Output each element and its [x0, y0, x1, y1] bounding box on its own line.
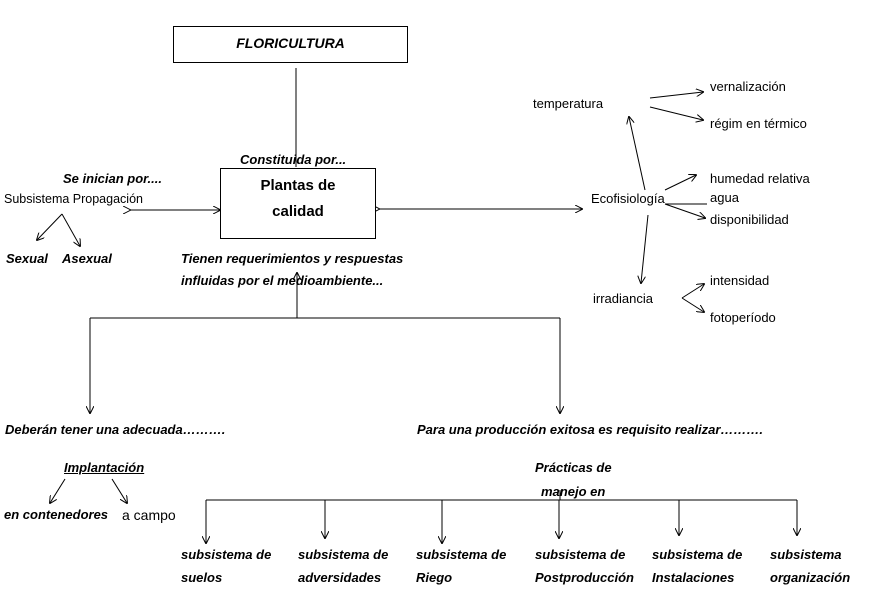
- fotoperiodo-label: fotoperíodo: [710, 310, 776, 325]
- subsystem-2-line2: adversidades: [298, 570, 382, 585]
- subsystem-1-line2: suelos: [181, 570, 223, 585]
- campo-arrow: [111, 478, 127, 503]
- propagation-label: Subsistema Propagación: [4, 192, 143, 206]
- humedad-arrow: [664, 175, 696, 191]
- center-box: Plantas de calidad: [220, 168, 376, 239]
- center-box-line2: calidad: [272, 203, 324, 220]
- sexual-arrow: [37, 213, 63, 240]
- ecofisiologia-label: Ecofisiología: [591, 191, 665, 206]
- regimen-label: régim en térmico: [710, 116, 807, 131]
- constituida-label: Constituida por...: [240, 152, 347, 167]
- title-box: FLORICULTURA: [173, 26, 408, 63]
- requirements-line1: Tienen requerimientos y respuestas: [181, 251, 404, 266]
- intensidad-label: intensidad: [710, 273, 770, 288]
- practicas-line2: manejo en: [541, 484, 606, 499]
- center-box-line1: Plantas de: [260, 177, 336, 194]
- subsystem-4-line1: subsistema de: [535, 547, 626, 562]
- disponibilidad-arrow: [664, 203, 705, 218]
- subsystem-5-line1: subsistema de: [652, 547, 743, 562]
- humedad-label: humedad relativa: [710, 171, 810, 186]
- contenedores-arrow: [50, 478, 66, 503]
- agua-label: agua: [710, 190, 739, 205]
- temperatura-label: temperatura: [533, 96, 604, 111]
- title-label: FLORICULTURA: [236, 35, 345, 51]
- disponibilidad-label: disponibilidad: [710, 212, 789, 227]
- left-branch-heading: Deberán tener una adecuada……….: [5, 422, 226, 437]
- irradiancia-label: irradiancia: [593, 291, 653, 306]
- asexual-arrow: [61, 213, 80, 246]
- temperatura-arrow: [629, 117, 646, 191]
- vernalizacion-arrow: [649, 92, 703, 99]
- asexual-label: Asexual: [62, 251, 112, 266]
- subsystem-6-line1: subsistema: [770, 547, 842, 562]
- subsystem-3-line1: subsistema de: [416, 547, 507, 562]
- fotoperiodo-arrow: [681, 297, 704, 312]
- propagation-intro: Se inician por....: [63, 171, 162, 186]
- subsystem-1-line1: subsistema de: [181, 547, 272, 562]
- requirements-line2: influidas por el medioambiente...: [181, 273, 384, 288]
- subsystem-3-line2: Riego: [416, 570, 453, 585]
- vernalizacion-label: vernalización: [710, 79, 786, 94]
- subsystem-4-line2: Postproducción: [535, 570, 634, 585]
- subsystem-5-line2: Instalaciones: [652, 570, 735, 585]
- regimen-arrow: [649, 106, 703, 120]
- right-branch-heading: Para una producción exitosa es requisito…: [417, 422, 764, 437]
- irradiancia-arrow: [641, 214, 649, 283]
- contenedores-label: en contenedores: [4, 507, 109, 522]
- implantacion-label: Implantación: [64, 460, 145, 475]
- subsystem-6-line2: organización: [770, 570, 851, 585]
- subsystem-2-line1: subsistema de: [298, 547, 389, 562]
- intensidad-arrow: [681, 284, 704, 299]
- practicas-line1: Prácticas de: [535, 460, 612, 475]
- sexual-label: Sexual: [6, 251, 48, 266]
- campo-label: a campo: [122, 507, 176, 523]
